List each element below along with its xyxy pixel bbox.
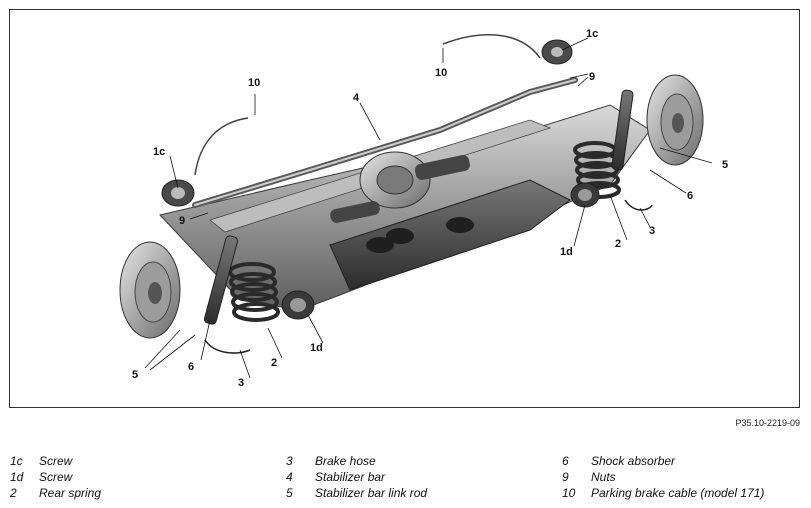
legend-number: 6	[562, 454, 569, 468]
legend-number: 5	[286, 486, 293, 500]
left-wheel-hub	[119, 241, 181, 339]
legend-label: Parking brake cable (model 171)	[591, 486, 765, 500]
differential	[330, 151, 470, 223]
legend-label: Stabilizer bar link rod	[315, 486, 428, 500]
callout-5-left: 5	[132, 369, 138, 381]
legend-number: 10	[562, 486, 576, 500]
callout-2-right: 2	[615, 238, 621, 250]
legend-label: Nuts	[591, 470, 616, 484]
callout-4: 4	[353, 92, 360, 104]
callout-6-left: 6	[188, 361, 194, 373]
legend-number: 3	[286, 454, 293, 468]
callout-3-right: 3	[649, 225, 655, 237]
left-rear-spring	[228, 262, 280, 322]
left-parking-brake-cable	[194, 117, 249, 176]
callout-10-right: 10	[435, 67, 447, 79]
legend: 1c Screw 1d Screw 2 Rear spring 3 Brake …	[10, 454, 800, 504]
legend-number: 4	[286, 470, 293, 484]
callout-1d-right: 1d	[560, 246, 573, 258]
legend-number: 1c	[10, 454, 23, 468]
right-wheel-hub	[646, 74, 704, 166]
callout-2-left: 2	[271, 357, 277, 369]
legend-label: Screw	[39, 454, 73, 468]
callout-10-left: 10	[248, 77, 260, 89]
legend-label: Brake hose	[315, 454, 376, 468]
callout-1d-left: 1d	[310, 342, 323, 354]
legend-label: Stabilizer bar	[315, 470, 386, 484]
right-shock-absorber	[611, 89, 634, 171]
callout-1c-right: 1c	[586, 28, 598, 40]
callout-5-right: 5	[722, 159, 728, 171]
legend-number: 2	[10, 486, 17, 500]
legend-number: 9	[562, 470, 569, 484]
callout-9-left: 9	[179, 215, 185, 227]
legend-label: Screw	[39, 470, 73, 484]
callout-6-right: 6	[687, 190, 693, 202]
legend-number: 1d	[10, 470, 24, 484]
callout-1c-left: 1c	[153, 146, 165, 158]
callout-9-right: 9	[589, 71, 595, 83]
callout-3-left: 3	[238, 377, 244, 389]
right-parking-brake-cable	[442, 34, 541, 59]
legend-label: Rear spring	[39, 486, 102, 500]
figure-code: P35.10-2219-09	[735, 418, 800, 428]
axle-illustration-frame: 10 10 1c 1c 9 9 4 5 5 6 6 3 3 2 2 1d 1d	[9, 9, 800, 408]
rear-axle-illustration: 10 10 1c 1c 9 9 4 5 5 6 6 3 3 2 2 1d 1d	[119, 28, 728, 389]
leader-lines	[144, 37, 713, 379]
legend-label: Shock absorber	[591, 454, 676, 468]
